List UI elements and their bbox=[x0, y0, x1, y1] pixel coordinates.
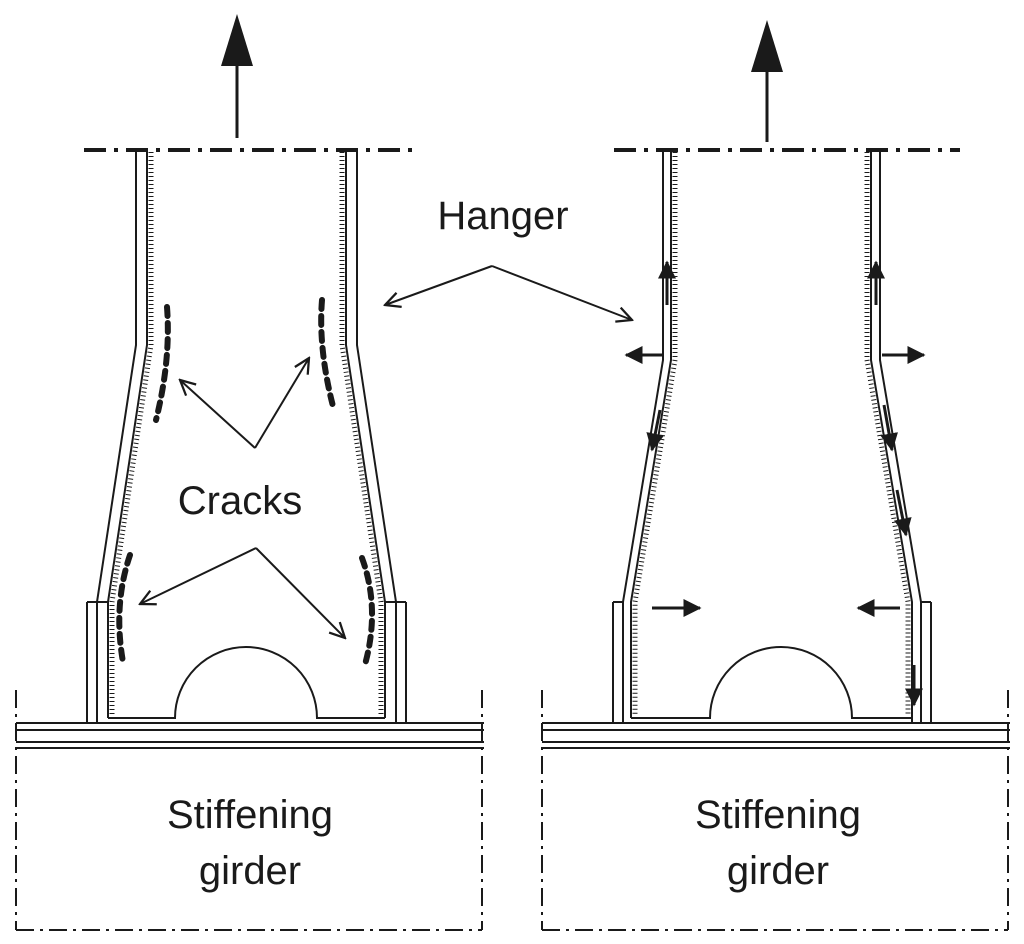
crack-upper-right bbox=[318, 297, 337, 413]
crack-leader-lower-left bbox=[140, 547, 257, 604]
right-girder-border bbox=[541, 690, 1009, 931]
hanger-leader-right bbox=[491, 265, 632, 320]
left-cracks bbox=[116, 297, 376, 671]
crack-lower-left bbox=[116, 552, 133, 665]
cracks-label: Cracks bbox=[178, 479, 302, 523]
force-arrow-right-diagonal-2 bbox=[893, 489, 912, 537]
left-tension-arrow-head bbox=[221, 14, 253, 66]
crack-leader-upper-left bbox=[180, 380, 256, 449]
hanger-label: Hanger bbox=[437, 194, 568, 238]
crack-leader-upper-right bbox=[254, 358, 309, 449]
crack-upper-left bbox=[153, 304, 171, 423]
crack-lower-right bbox=[359, 555, 376, 671]
right-cutout-plate bbox=[631, 646, 912, 719]
left-girder-border bbox=[15, 690, 483, 931]
right-deck-plate bbox=[542, 722, 1010, 749]
left-girder-label-line2: girder bbox=[199, 849, 301, 893]
right-panel: Stiffening girder bbox=[541, 20, 1010, 931]
left-panel: Stiffening girder Cracks bbox=[15, 14, 484, 931]
crack-leaders bbox=[140, 358, 345, 638]
left-cutout-plate bbox=[108, 646, 385, 719]
left-girder-label-line1: Stiffening bbox=[167, 793, 333, 837]
hanger-annotation: Hanger bbox=[385, 194, 632, 320]
right-weld-hatching bbox=[632, 152, 911, 716]
left-weld-hatching bbox=[109, 152, 384, 716]
hanger-leader-left bbox=[385, 265, 493, 305]
right-girder-label-line1: Stiffening bbox=[695, 793, 861, 837]
crack-leader-lower-right bbox=[255, 547, 345, 638]
left-deck-plate bbox=[16, 722, 484, 749]
force-arrow-left-diagonal bbox=[646, 409, 665, 452]
force-arrow-right-diagonal-1 bbox=[880, 404, 898, 452]
left-hanger-plates bbox=[86, 150, 407, 723]
right-girder-label-line2: girder bbox=[727, 849, 829, 893]
force-flow-arrows bbox=[624, 260, 926, 707]
right-tension-arrow-head bbox=[751, 20, 783, 72]
right-hanger-plates bbox=[612, 150, 932, 723]
